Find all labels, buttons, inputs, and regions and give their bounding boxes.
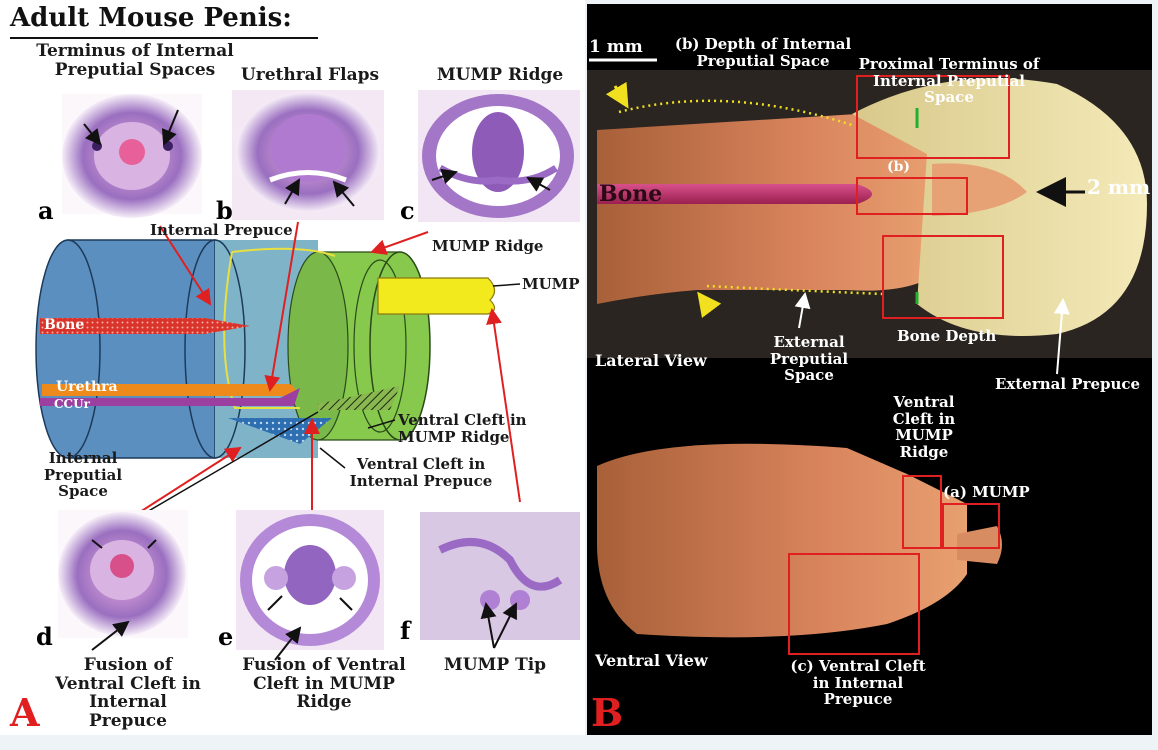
section-c-caption: MUMP Ridge: [430, 66, 570, 85]
section-f-image: [420, 512, 580, 640]
section-a-letter: a: [38, 198, 54, 224]
label-a-mump: (a) MUMP: [943, 484, 1030, 501]
label-bone-photo: Bone: [599, 182, 662, 206]
label-urethra: Urethra: [56, 380, 118, 395]
scale-bar-label: 1 mm: [589, 38, 643, 57]
section-b-caption: Urethral Flaps: [240, 66, 380, 85]
section-f-letter: f: [400, 618, 410, 644]
section-e-image: [236, 510, 384, 650]
label-external-preputial-space: External Preputial Space: [759, 334, 859, 384]
label-internal-prepuce: Internal Prepuce: [150, 222, 293, 239]
section-b-image: [232, 90, 384, 220]
label-ventral-cleft-mump-ridge-photo: Ventral Cleft in MUMP Ridge: [887, 394, 961, 460]
label-b-marker: (b): [887, 160, 910, 175]
label-proximal-terminus: Proximal Terminus of Internal Preputial …: [849, 56, 1049, 106]
label-ventral-view: Ventral View: [595, 652, 708, 670]
section-c-image: [418, 90, 580, 222]
section-e-caption: Fusion of Ventral Cleft in MUMP Ridge: [226, 656, 422, 712]
panel-a-title: Adult Mouse Penis:: [10, 4, 292, 33]
section-a-image: [62, 94, 202, 218]
section-f-caption: MUMP Tip: [440, 656, 550, 675]
label-external-prepuce: External Prepuce: [995, 376, 1140, 393]
section-a-caption: Terminus of Internal Preputial Spaces: [30, 42, 240, 79]
section-d-caption: Fusion of Ventral Cleft in Internal Prep…: [48, 656, 208, 731]
label-c-ventral-cleft: (c) Ventral Cleft in Internal Prepuce: [783, 658, 933, 708]
section-d-image: [58, 510, 188, 638]
label-bone-depth: Bone Depth: [897, 328, 996, 345]
panel-b: 1 mm (b) Depth of Internal Preputial Spa…: [587, 4, 1152, 735]
label-lateral-view: Lateral View: [595, 352, 707, 370]
label-two-mm: 2 mm: [1087, 176, 1150, 198]
panel-a-letter: A: [10, 692, 39, 734]
panel-a: Adult Mouse Penis: Terminus of Internal …: [0, 0, 585, 735]
panel-b-letter: B: [591, 692, 623, 734]
panel-a-graphics: [0, 0, 585, 735]
label-mump-ridge: MUMP Ridge: [432, 238, 543, 255]
label-ccur: CCUr: [54, 398, 90, 411]
section-d-letter: d: [36, 624, 53, 650]
label-bone: Bone: [44, 318, 84, 333]
section-c-letter: c: [400, 198, 415, 224]
label-ventral-cleft-internal-prepuce: Ventral Cleft in Internal Prepuce: [346, 456, 496, 489]
label-internal-preputial-space: Internal Preputial Space: [38, 450, 128, 500]
label-depth-internal-preputial-space: (b) Depth of Internal Preputial Space: [673, 36, 853, 69]
label-ventral-cleft-mump-ridge: Ventral Cleft in MUMP Ridge: [398, 412, 538, 445]
label-mump: MUMP: [522, 276, 580, 293]
section-e-letter: e: [218, 624, 233, 650]
